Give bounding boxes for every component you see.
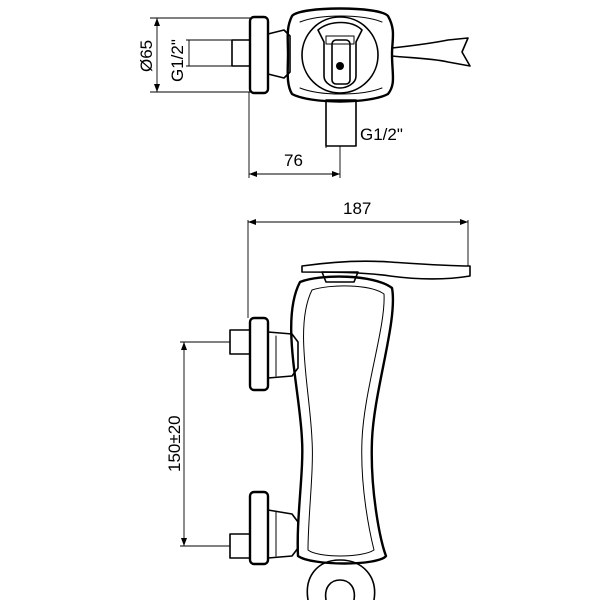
top-inlet-pipe <box>231 39 251 67</box>
top-handle-slot <box>331 39 351 85</box>
front-view <box>229 260 471 600</box>
front-lower-nut <box>267 509 299 559</box>
top-mixer-body <box>286 7 395 103</box>
front-outlet <box>306 559 376 600</box>
top-lever <box>391 37 471 67</box>
top-outlet-pipe <box>325 99 357 147</box>
front-upper-flange <box>248 316 270 392</box>
top-wall-flange <box>248 15 270 95</box>
front-lever-hub <box>321 271 359 283</box>
dim-center-distance: 150±20 <box>165 415 184 472</box>
front-upper-nut <box>267 331 299 379</box>
top-dimensions: Ø65 G1/2" G1/2" 76 <box>137 17 403 178</box>
front-lower-pipe <box>229 533 251 559</box>
front-dimensions: 187 150±20 <box>165 199 469 547</box>
front-mixer-body <box>290 275 395 565</box>
top-handle-hub <box>317 21 363 89</box>
dim-diameter: Ø65 <box>137 40 156 72</box>
front-lower-flange <box>248 490 270 566</box>
top-connector <box>267 29 291 79</box>
top-cartridge <box>301 16 379 94</box>
dim-76: 76 <box>284 151 303 170</box>
front-lever <box>301 260 471 280</box>
top-view <box>231 7 471 147</box>
dim-thread-bottom: G1/2" <box>360 125 403 144</box>
front-upper-pipe <box>229 329 251 355</box>
dim-thread-left: G1/2" <box>168 39 187 82</box>
dim-187: 187 <box>343 199 371 218</box>
top-handle-screw <box>336 62 344 70</box>
